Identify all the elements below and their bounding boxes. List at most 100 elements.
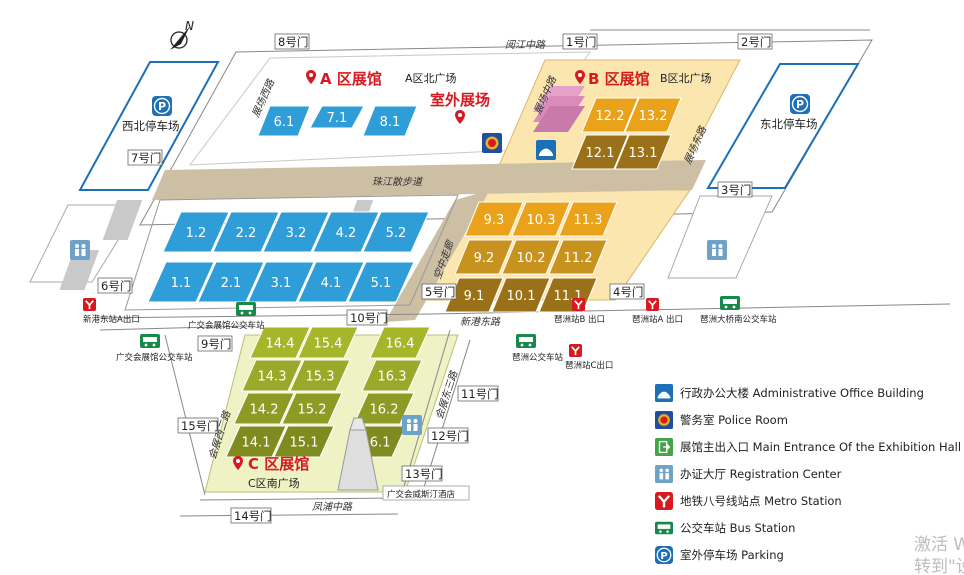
exhibition-hall[interactable]: 10.2 <box>501 239 561 275</box>
main-entrance-icon <box>655 438 673 456</box>
exhibition-hall[interactable]: 10.3 <box>511 201 571 237</box>
hall-label: 4.2 <box>336 226 357 241</box>
exhibition-hall[interactable]: 1.1 <box>147 261 215 303</box>
hall-shape <box>614 134 672 170</box>
legend-label: 展馆主出入口 Main Entrance Of the Exhibition H… <box>680 440 961 454</box>
exhibition-hall[interactable]: 12.2 <box>581 97 639 133</box>
exhibition-hall[interactable]: 2.2 <box>212 211 280 253</box>
hall-label: 14.1 <box>242 436 271 451</box>
hall-label: 8.1 <box>380 115 401 130</box>
watermark-line1: 激活 W <box>914 535 964 555</box>
exhibition-hall[interactable]: 15.4 <box>297 326 359 359</box>
hall-shape <box>281 392 343 425</box>
hall-shape <box>147 261 215 303</box>
parking-icon <box>655 546 673 564</box>
registration-icon <box>707 240 727 260</box>
exhibition-hall[interactable]: 13.2 <box>624 97 682 133</box>
exhibition-hall[interactable]: 11.3 <box>558 201 618 237</box>
gate-text: 5号门 <box>425 285 455 299</box>
exhibition-hall[interactable]: 14.1 <box>225 425 287 458</box>
gate-box <box>457 385 499 402</box>
exhibition-hall[interactable]: 16.2 <box>353 392 415 425</box>
exhibition-hall[interactable]: 13.1 <box>614 134 672 170</box>
gate-text: 8号门 <box>278 35 308 49</box>
hall-label: 7.1 <box>327 111 348 126</box>
westin-hotel-label: 广交会威斯汀酒店 <box>387 489 456 500</box>
admin-building <box>533 86 585 160</box>
exhibition-hall[interactable]: 10.1 <box>491 277 551 313</box>
admin-building-icon <box>655 384 673 402</box>
exhibition-hall[interactable]: 5.1 <box>347 261 415 303</box>
legend-item: 警务室 Police Room <box>655 411 788 429</box>
exhibition-hall[interactable]: 4.2 <box>312 211 380 253</box>
exhibition-hall[interactable]: 16.4 <box>369 326 431 359</box>
exhibition-hall[interactable]: 9.1 <box>444 277 504 313</box>
exhibition-hall[interactable]: 1.2 <box>162 211 230 253</box>
exhibition-hall[interactable]: 12.1 <box>571 134 629 170</box>
hall-label: 11.2 <box>564 251 593 266</box>
hall-shape <box>581 97 639 133</box>
gate-label: 8号门 <box>274 33 310 50</box>
exhibition-hall[interactable]: 3.1 <box>247 261 315 303</box>
compass-north-label: N <box>185 19 194 33</box>
hall-shape <box>241 359 303 392</box>
gate-box <box>609 283 645 300</box>
hall-label: 16.3 <box>378 370 407 385</box>
parking-icon <box>790 94 810 114</box>
exhibition-hall[interactable]: 4.1 <box>297 261 365 303</box>
registration-icon <box>402 415 422 435</box>
exhibition-hall[interactable]: 2.1 <box>197 261 265 303</box>
exhibition-hall[interactable]: 16.3 <box>361 359 423 392</box>
gate-text: 11号门 <box>461 387 499 401</box>
northwest-parking-label: 西北停车场 <box>122 119 180 133</box>
parking-icon <box>152 96 172 116</box>
legend-label: 办证大厅 Registration Center <box>680 467 842 481</box>
hall-label: 4.1 <box>321 276 342 291</box>
gate-text: 15号门 <box>181 419 219 433</box>
exhibition-hall[interactable]: 9.2 <box>454 239 514 275</box>
exhibition-hall[interactable]: 8.1 <box>362 105 418 137</box>
hall-shape <box>249 326 311 359</box>
legend-item: 展馆主出入口 Main Entrance Of the Exhibition H… <box>655 438 961 456</box>
hall-label: 13.1 <box>629 146 658 161</box>
exhibition-hall[interactable]: 14.2 <box>233 392 295 425</box>
metro-icon <box>646 298 659 311</box>
hall-label: 6.1 <box>274 115 295 130</box>
hall-label: 5.1 <box>371 276 392 291</box>
exhibition-hall[interactable]: 14.4 <box>249 326 311 359</box>
hall-shape <box>548 239 608 275</box>
legend-label: 警务室 Police Room <box>680 413 788 427</box>
hall-label: 9.2 <box>474 251 495 266</box>
exhibition-hall[interactable]: 7.1 <box>309 105 365 129</box>
bus-icon <box>720 296 740 310</box>
hall-label: 2.2 <box>236 226 257 241</box>
gate-label: 13号门 <box>401 465 443 482</box>
gate-box <box>97 277 133 294</box>
hall-shape <box>309 105 365 129</box>
zone-a-row2-halls: 1.2 2.2 3.2 4.2 5.2 <box>162 211 430 253</box>
gate-text: 12号门 <box>431 429 469 443</box>
exhibition-hall[interactable]: 15.2 <box>281 392 343 425</box>
exhibition-hall[interactable]: 3.2 <box>262 211 330 253</box>
police-icon <box>655 411 673 429</box>
exhibition-hall[interactable]: 9.3 <box>464 201 524 237</box>
exhibition-hall[interactable]: 11.2 <box>548 239 608 275</box>
exhibition-hall[interactable]: 15.1 <box>273 425 335 458</box>
exhibition-hall[interactable]: 6.1 <box>257 105 311 137</box>
hall-label: 3.1 <box>271 276 292 291</box>
northwest-parking-area <box>78 61 220 191</box>
exhibition-hall[interactable]: 5.2 <box>362 211 430 253</box>
gate-label: 14号门 <box>230 507 272 524</box>
gate-text: 2号门 <box>741 35 771 49</box>
hall-shape <box>501 239 561 275</box>
hall-label: 13.2 <box>639 109 668 124</box>
legend: 行政办公大楼 Administrative Office Building 警务室… <box>655 384 961 564</box>
gate-label: 2号门 <box>737 33 773 50</box>
zone-a-title: A 区展馆 <box>320 70 382 88</box>
exhibition-hall[interactable]: 14.3 <box>241 359 303 392</box>
watermark-line2: 转到"设 <box>914 557 964 575</box>
legend-item: 行政办公大楼 Administrative Office Building <box>655 384 924 402</box>
metro-icon <box>572 298 585 311</box>
exhibition-hall[interactable]: 15.3 <box>289 359 351 392</box>
